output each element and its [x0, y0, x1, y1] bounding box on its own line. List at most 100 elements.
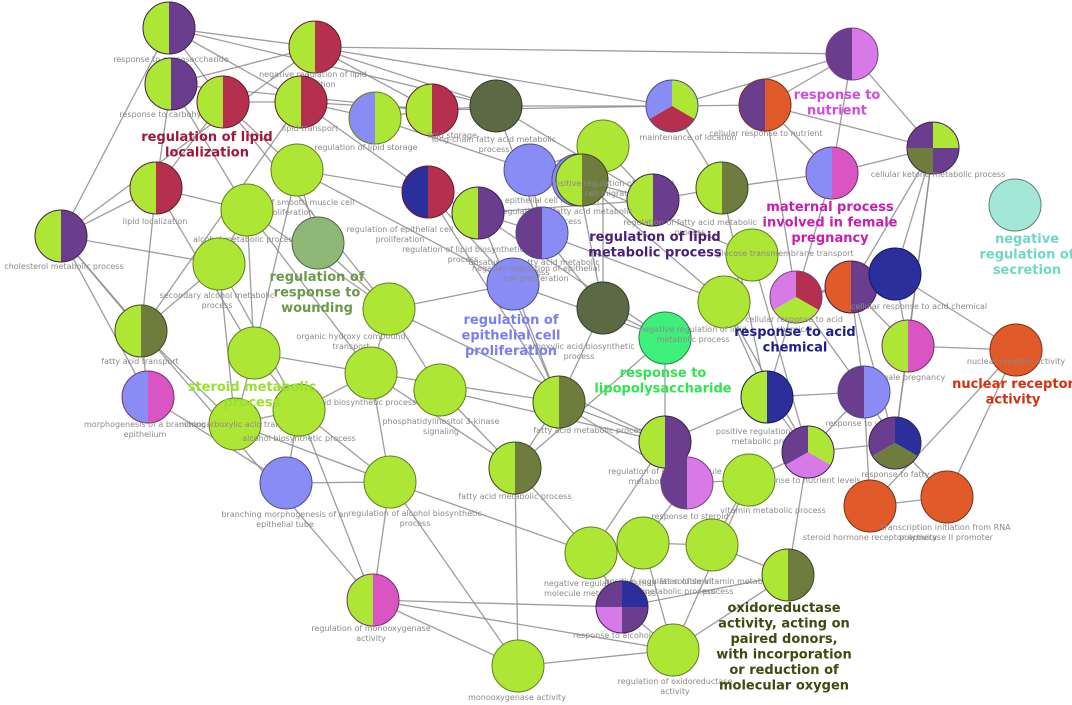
node-n4[interactable]: [196, 75, 250, 129]
node-n25[interactable]: [291, 216, 345, 270]
node-n22[interactable]: cellular ketone metabolic process: [871, 121, 1005, 179]
node-n40[interactable]: female pregnancy: [873, 319, 946, 382]
node-fill: [869, 248, 921, 300]
node-slice: [773, 297, 819, 323]
node-fill: [647, 624, 699, 676]
group-label: process: [224, 396, 281, 411]
node-n49[interactable]: response to vitamin: [825, 365, 905, 428]
node-label: unsaturated fatty acid metabolic: [468, 258, 599, 267]
node-slice: [489, 442, 515, 494]
node-n5[interactable]: lipid transport: [274, 75, 338, 133]
node-n20[interactable]: regulation of fatty acid metabolicproces…: [623, 161, 757, 237]
edge: [764, 104, 934, 149]
node-border: [685, 518, 739, 572]
node-n53[interactable]: response to fatty acid: [861, 416, 949, 479]
node-n56[interactable]: response to steroid: [652, 456, 729, 521]
node-n10[interactable]: cellular response to nutrient: [709, 78, 823, 138]
node-label: regulation of fatty acid metabolic: [499, 207, 632, 216]
node-n23[interactable]: [988, 178, 1042, 232]
node-n21[interactable]: [805, 146, 859, 200]
node-slice: [646, 80, 672, 119]
node-n45[interactable]: steroid biosynthetic process: [304, 346, 416, 407]
node-slice: [869, 417, 895, 456]
node-label: vitamin metabolic process: [720, 506, 825, 515]
edge: [140, 101, 302, 332]
node-border: [469, 79, 523, 133]
group-label: oxidoreductase: [727, 601, 840, 616]
node-n55[interactable]: fatty acid metabolic process: [458, 441, 572, 501]
node-label: response to fatty acid: [861, 470, 948, 479]
node-n47[interactable]: fatty acid metabolic process: [532, 375, 647, 435]
node-n58[interactable]: vitamin metabolic process: [720, 453, 826, 515]
node-n24[interactable]: alcohol metabolic process: [193, 183, 297, 244]
node-border: [405, 83, 459, 137]
node-fill: [577, 282, 629, 334]
node-n64[interactable]: [761, 548, 815, 602]
node-border: [362, 282, 416, 336]
node-label: cell migration: [585, 189, 640, 198]
node-n32[interactable]: [868, 247, 922, 301]
node-label: glucose transmembrane transport: [716, 249, 853, 258]
node-n19[interactable]: regulation of fatty acid metabolicproces…: [499, 173, 680, 227]
edge: [298, 409, 374, 601]
node-n60[interactable]: transcription initiation from RNApolymer…: [881, 470, 1011, 542]
node-n11[interactable]: [825, 27, 879, 81]
edge: [296, 169, 514, 285]
node-fill: [844, 480, 896, 532]
node-n9[interactable]: maintenance of location: [640, 79, 737, 142]
edge: [218, 263, 236, 425]
edge: [253, 169, 298, 354]
node-label: maintenance of location: [640, 133, 737, 142]
node-slice: [661, 457, 687, 509]
node-n2[interactable]: response to carbohydrate: [119, 57, 223, 119]
node-label: proliferation: [376, 235, 425, 244]
node-n37[interactable]: fatty acid transport: [101, 304, 179, 366]
node-border: [722, 453, 776, 507]
node-n41[interactable]: nuclear receptor activity: [967, 323, 1065, 377]
node-n66[interactable]: response to alcohol: [573, 580, 651, 640]
group-label: involved in female: [763, 216, 898, 231]
node-n13[interactable]: cholesterol metabolic process: [4, 209, 124, 271]
node-n52[interactable]: response to nutrient levels: [753, 425, 861, 485]
node-n44[interactable]: monocarboxylic acid transport: [179, 397, 301, 451]
node-n7[interactable]: lipid storage: [405, 83, 477, 140]
node-n26[interactable]: regulation of epithelial cellproliferati…: [347, 165, 455, 244]
node-n57[interactable]: regulation of alcohol biosyntheticproces…: [348, 455, 482, 528]
node-n30[interactable]: [769, 270, 823, 324]
node-n42[interactable]: [227, 326, 281, 380]
node-slice: [197, 76, 223, 128]
node-n59[interactable]: steroid hormone receptor activity: [803, 479, 937, 542]
node-n54[interactable]: branching morphogenesis of anepithelial …: [221, 456, 349, 529]
node-n50[interactable]: alcohol biosynthetic process: [242, 383, 356, 443]
node-n29[interactable]: glucose transmembrane transport: [716, 228, 854, 282]
node-fill: [487, 258, 539, 310]
node-n6[interactable]: regulation of lipid storage: [314, 91, 418, 152]
node-n12[interactable]: lipid localization: [123, 161, 188, 226]
node-label: transcription initiation from RNA: [881, 523, 1011, 532]
node-slice: [347, 574, 373, 626]
node-n14[interactable]: regulation of smooth muscle cellprolifer…: [224, 143, 355, 217]
node-slice: [687, 457, 713, 509]
node-n67[interactable]: monooxygenase activity: [468, 639, 566, 702]
node-label: signaling: [423, 427, 459, 436]
node-slice: [796, 271, 822, 310]
group-label: regulation of: [464, 313, 559, 328]
node-n16[interactable]: [503, 143, 557, 197]
